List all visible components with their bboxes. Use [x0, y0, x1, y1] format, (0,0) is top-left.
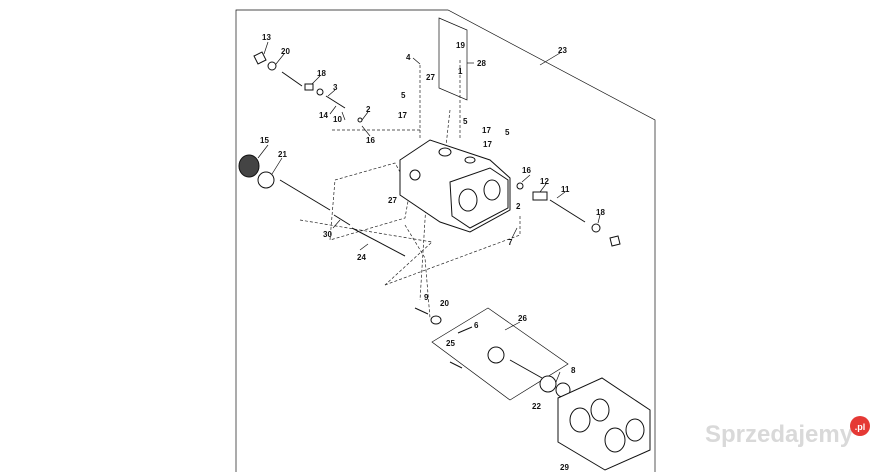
- callout-5-b: 5: [463, 117, 468, 126]
- valve-body: [399, 139, 511, 233]
- callout-7: 7: [508, 238, 513, 247]
- right-side-parts: [516, 182, 621, 247]
- callout-25: 25: [446, 339, 455, 348]
- callout-2: 2: [366, 105, 371, 114]
- callout-12: 12: [540, 177, 549, 186]
- callout-28: 28: [477, 59, 486, 68]
- callout-labels: 13 20 18 3 14 10 2 16 4 27 19 1 28 23 5 …: [260, 33, 605, 472]
- callout-20: 20: [281, 47, 290, 56]
- callout-13: 13: [262, 33, 271, 42]
- callout-9: 9: [424, 293, 429, 302]
- callout-8: 8: [571, 366, 576, 375]
- watermark-suffix: .pl: [855, 422, 866, 432]
- callout-10: 10: [333, 115, 342, 124]
- callout-3: 3: [333, 83, 338, 92]
- callout-29: 29: [560, 463, 569, 472]
- left-spool-parts: [238, 154, 406, 257]
- callout-14: 14: [319, 111, 328, 120]
- callout-27-b: 27: [388, 196, 397, 205]
- callout-22: 22: [532, 402, 541, 411]
- callout-17: 17: [398, 111, 407, 120]
- callout-23: 23: [558, 46, 567, 55]
- kit-28-bracket: [438, 17, 468, 101]
- watermark-badge: [850, 416, 870, 436]
- callout-26: 26: [518, 314, 527, 323]
- callout-1: 1: [458, 67, 463, 76]
- callout-4: 4: [406, 53, 411, 62]
- callout-18: 18: [317, 69, 326, 78]
- callout-21: 21: [278, 150, 287, 159]
- callout-5-c: 5: [505, 128, 510, 137]
- watermark: Sprzedajemy .pl: [705, 416, 870, 448]
- leader-lines: [257, 41, 601, 383]
- callout-24: 24: [357, 253, 366, 262]
- assembly-dashed-lines: [299, 60, 521, 319]
- callout-30: 30: [323, 230, 332, 239]
- callout-11: 11: [561, 185, 570, 194]
- cover-plate-29: [557, 377, 651, 471]
- callout-18-b: 18: [596, 208, 605, 217]
- callout-5: 5: [401, 91, 406, 100]
- lower-parts: [414, 307, 571, 398]
- callout-15: 15: [260, 136, 269, 145]
- callout-16-b: 16: [522, 166, 531, 175]
- assembly-frame: [235, 9, 656, 472]
- left-top-parts: [253, 51, 363, 123]
- kit-26-panel: [431, 307, 569, 401]
- watermark-text: Sprzedajemy: [705, 421, 854, 448]
- callout-17-b: 17: [482, 126, 491, 135]
- callout-27: 27: [426, 73, 435, 82]
- callout-19: 19: [456, 41, 465, 50]
- callout-6: 6: [474, 321, 479, 330]
- callout-17-c: 17: [483, 140, 492, 149]
- callout-2-b: 2: [516, 202, 521, 211]
- callout-16: 16: [366, 136, 375, 145]
- callout-20-b: 20: [440, 299, 449, 308]
